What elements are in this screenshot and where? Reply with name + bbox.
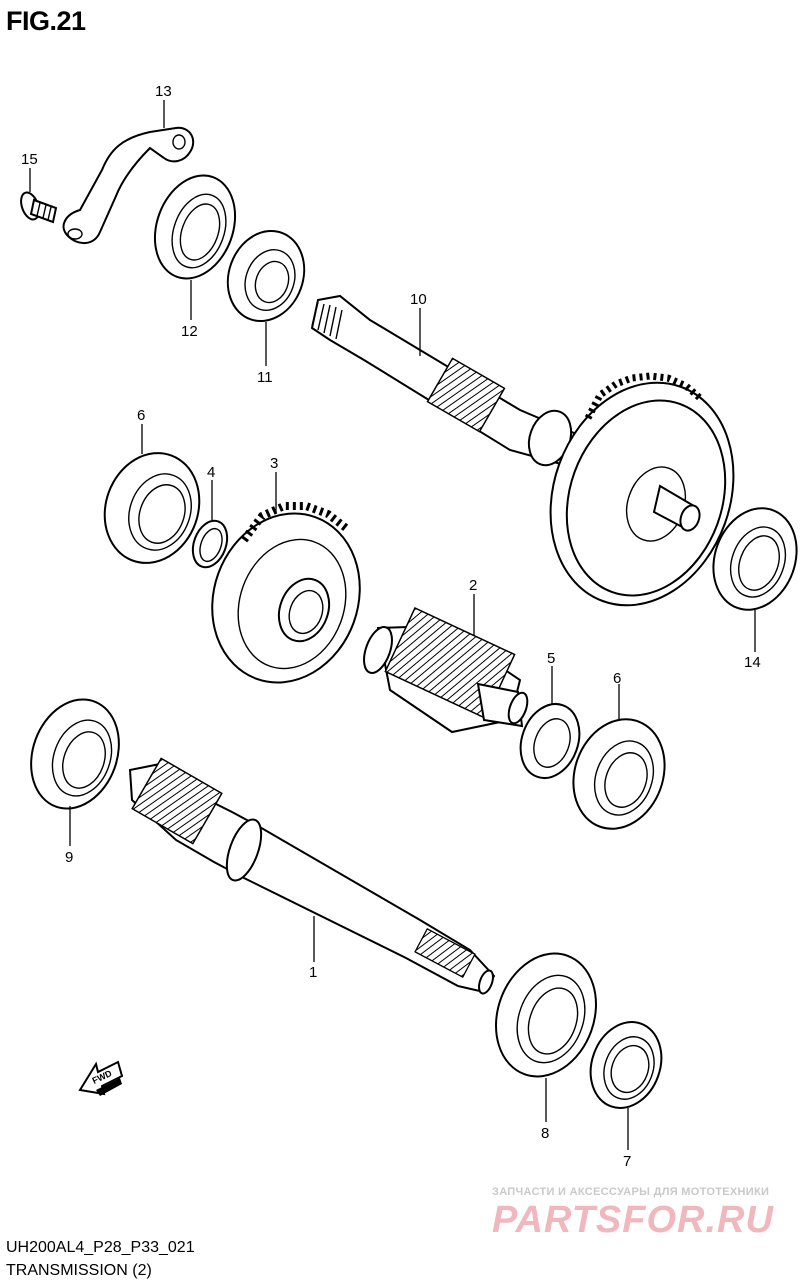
part-11-oil-seal[interactable] (215, 220, 316, 332)
callout-labels: 13 15 12 11 10 6 4 3 2 5 6 14 9 1 8 7 (21, 83, 761, 1170)
callout-5: 5 (547, 650, 555, 667)
part-14-retainer-plate[interactable] (62, 126, 195, 244)
part-12-bearing[interactable] (700, 496, 800, 621)
callout-15: 15 (21, 151, 38, 168)
leader-lines (29, 100, 756, 1150)
callout-9: 9 (65, 849, 73, 866)
callout-1: 1 (309, 964, 317, 981)
diagram-code: UH200AL4_P28_P33_021 (6, 1239, 195, 1256)
part-1-shaft[interactable] (128, 757, 496, 995)
watermark-logo: PARTSFOR.RU (492, 1199, 774, 1241)
callout-6-lower: 6 (613, 670, 621, 687)
part-9-bearing[interactable] (16, 687, 133, 821)
callout-7: 7 (623, 1153, 631, 1170)
callout-12: 14 (744, 654, 761, 671)
watermark-tagline: ЗАПЧАСТИ И АКСЕССУАРЫ ДЛЯ МОТОТЕХНИКИ (492, 1186, 770, 1198)
part-15-screw[interactable] (18, 190, 58, 224)
figure-title: FIG.21 (6, 6, 86, 36)
part-8-bearing[interactable] (479, 939, 612, 1090)
part-4-circlip[interactable] (187, 516, 233, 572)
callout-4: 4 (207, 464, 215, 481)
part-2-gear[interactable] (359, 607, 531, 734)
callout-3: 3 (270, 455, 278, 472)
part-6-bearing-upper[interactable] (90, 440, 215, 577)
part-3-gear[interactable] (189, 493, 383, 704)
callout-11: 11 (257, 369, 273, 386)
callout-6-upper: 6 (137, 407, 145, 424)
callout-10: 10 (410, 291, 427, 308)
part-10-shaft[interactable] (310, 294, 764, 631)
callout-8: 8 (541, 1125, 549, 1142)
callout-13: 12 (181, 323, 198, 340)
part-5-washer[interactable] (511, 696, 590, 787)
diagram-subtitle: TRANSMISSION (2) (6, 1262, 152, 1279)
part-6-bearing-lower[interactable] (559, 706, 680, 841)
part-13-bearing[interactable] (141, 164, 249, 290)
part-7-oil-seal[interactable] (579, 1012, 673, 1118)
fwd-arrow-icon: FWD (78, 1060, 124, 1096)
callout-2: 2 (469, 577, 477, 594)
callout-14: 13 (155, 83, 172, 100)
